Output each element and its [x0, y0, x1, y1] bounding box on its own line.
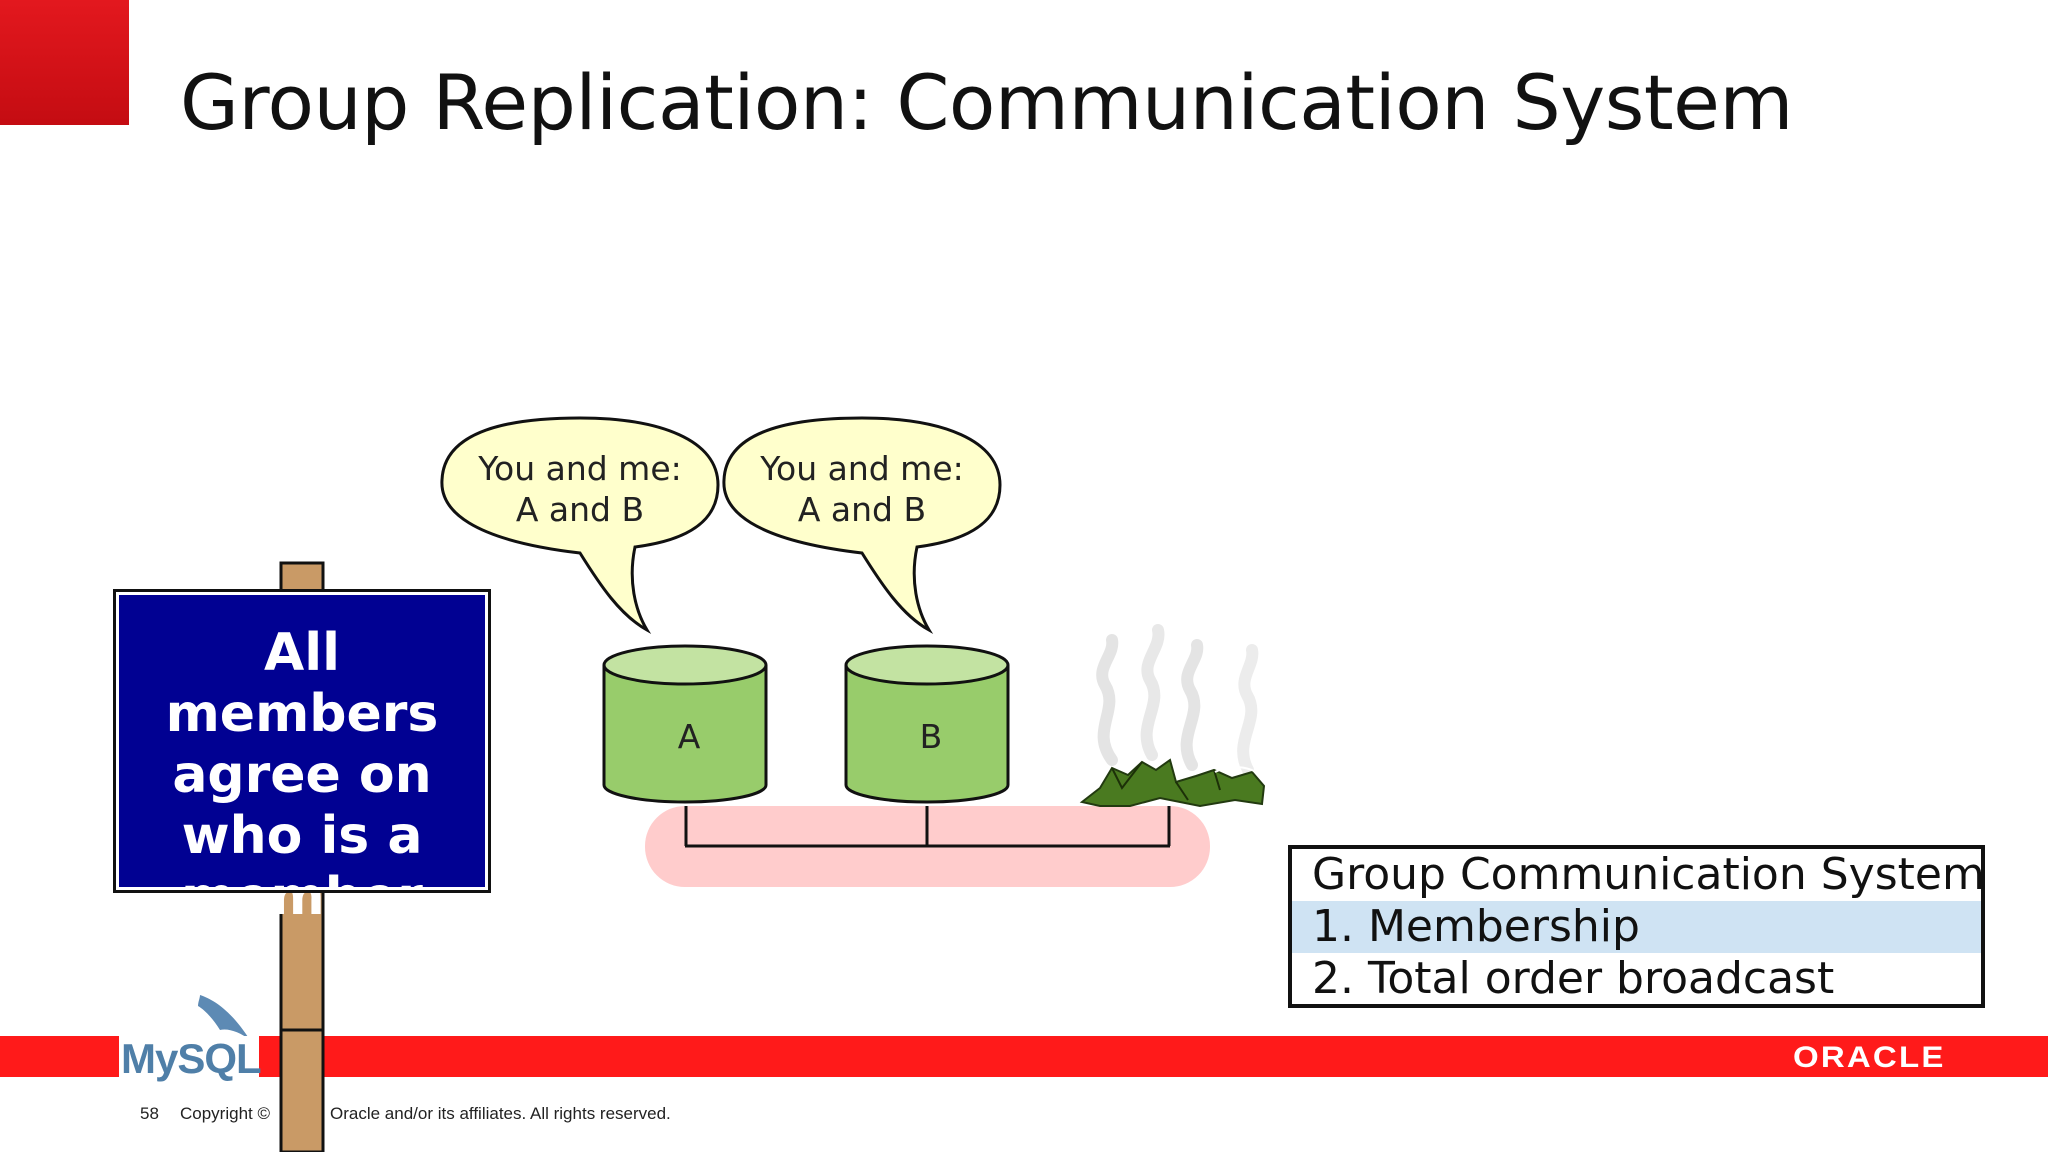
speech-bubble-a: [440, 416, 720, 635]
gcs-box: Group Communication System 1. Membership…: [1288, 845, 1985, 1008]
gcs-header: Group Communication System: [1312, 849, 1985, 900]
speech-bubble-a-line2: A and B: [515, 490, 645, 529]
mysql-logo-text: MySQL: [121, 1035, 262, 1082]
gcs-item-total-order: 2. Total order broadcast: [1312, 953, 1835, 1004]
title-corner-accent: [0, 0, 129, 125]
database-a-icon: [602, 644, 768, 804]
speech-bubble-a-text: You and me: A and B: [450, 448, 710, 530]
network-lines: [684, 806, 1171, 848]
mysql-logo: MySQL: [121, 1035, 262, 1083]
page-number: 58: [140, 1104, 159, 1123]
speech-bubble-a-line1: You and me:: [478, 449, 682, 488]
gcs-item-membership: 1. Membership: [1292, 901, 1981, 953]
speech-bubble-b-line1: You and me:: [760, 449, 964, 488]
copyright-suffix: Oracle and/or its affiliates. All rights…: [330, 1104, 671, 1123]
database-b-label: B: [919, 717, 943, 756]
oracle-logo: ORACLE: [1793, 1041, 1946, 1074]
speech-bubble-b: [722, 416, 1002, 635]
membership-sign: All members agree on who is a member: [113, 589, 491, 927]
mysql-logo-backdrop: [119, 1036, 259, 1080]
footer-bar: [0, 1036, 2048, 1077]
slide-title: Group Replication: Communication System: [180, 58, 1793, 147]
speech-bubble-b-line2: A and B: [797, 490, 927, 529]
copyright-prefix: Copyright ©: [180, 1104, 271, 1123]
mysql-dolphin-icon: [198, 995, 250, 1040]
crashed-server-icon: [1079, 624, 1266, 808]
database-b-icon: [844, 644, 1010, 804]
database-a-label: A: [677, 717, 701, 756]
speech-bubble-b-text: You and me: A and B: [732, 448, 992, 530]
